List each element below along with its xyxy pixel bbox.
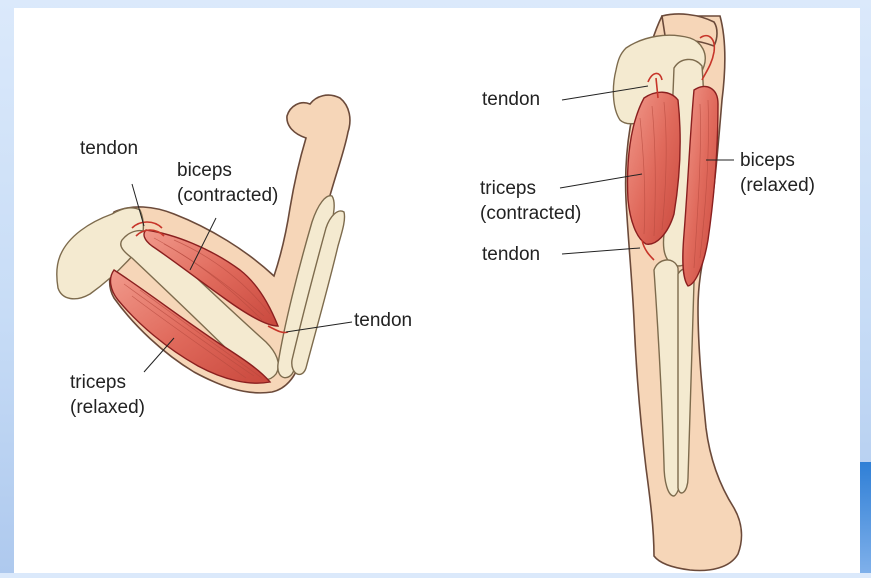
straight-arm-label-tendon-bottom: tendon	[482, 244, 540, 265]
bent-arm-label-triceps: triceps	[70, 372, 126, 393]
straight-arm-tendon-bottom-leader	[562, 248, 640, 254]
bent-arm-label-biceps: biceps	[177, 160, 232, 181]
arm-muscles-diagram: tendon biceps (contracted) tendon tricep…	[14, 8, 860, 573]
straight-arm-label-tendon-top: tendon	[482, 89, 540, 110]
bent-arm-figure: tendon biceps (contracted) tendon tricep…	[57, 95, 412, 418]
straight-arm-figure: tendon triceps (contracted) tendon bicep…	[480, 14, 815, 570]
straight-arm-label-biceps-state: (relaxed)	[740, 175, 815, 196]
diagram-canvas: tendon biceps (contracted) tendon tricep…	[14, 8, 860, 573]
bent-arm-label-biceps-state: (contracted)	[177, 185, 278, 206]
straight-arm-label-biceps: biceps	[740, 150, 795, 171]
straight-arm-label-triceps: triceps	[480, 178, 536, 199]
bent-arm-label-tendon-top: tendon	[80, 138, 138, 159]
straight-arm-label-triceps-state: (contracted)	[480, 203, 581, 224]
bent-arm-label-triceps-state: (relaxed)	[70, 397, 145, 418]
bent-arm-label-tendon-elbow: tendon	[354, 310, 412, 331]
